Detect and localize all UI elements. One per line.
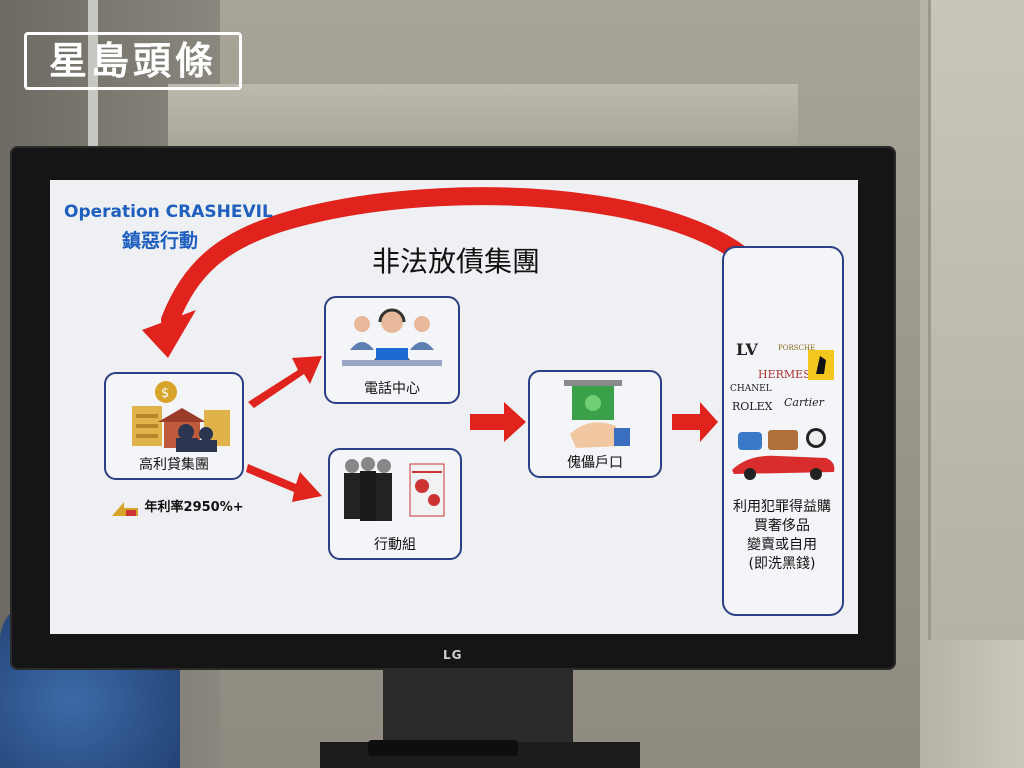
- window-curtain: [928, 0, 1024, 640]
- money-laundering-text: 利用犯罪得益購 買奢侈品 變賣或自用 (即洗黑錢): [726, 498, 838, 574]
- slide-main-title: 非法放債集團: [372, 245, 541, 278]
- money-syndicate-icon: $: [132, 381, 230, 452]
- brand-rolex: ROLEX: [732, 400, 773, 413]
- interest-rate-row: 年利率2950%+: [110, 496, 244, 518]
- moneylender-box: $ 高利貸集團: [104, 372, 244, 480]
- luxury-goods-icon: [732, 428, 835, 480]
- nominee-account-label: 傀儡戶口: [567, 455, 623, 471]
- lux-line-3: 變賣或自用: [747, 537, 817, 553]
- remote-control: [368, 740, 518, 756]
- moneylender-label: 高利貸集團: [139, 457, 209, 473]
- luxury-goods-box: LV HERMES PORSCHE CHANEL ROLEX Cartier: [722, 246, 844, 616]
- brand-porsche: PORSCHE: [778, 344, 816, 352]
- operation-subtitle: 鎮惡行動: [122, 230, 199, 252]
- lux-line-4: (即洗黑錢): [748, 556, 816, 572]
- arrow-to-nominee: [470, 402, 526, 442]
- ferrari-badge-icon: [808, 350, 834, 380]
- lux-line-1: 利用犯罪得益購: [733, 499, 831, 515]
- rising-coins-icon: [112, 501, 138, 516]
- brand-hermes: HERMES: [758, 368, 811, 381]
- nominee-account-box: 傀儡戶口: [528, 370, 662, 478]
- action-team-box: 行動組: [328, 448, 462, 560]
- tv-brand-label: LG: [443, 648, 463, 662]
- call-centre-label: 電話中心: [364, 381, 420, 397]
- news-logo: 星島頭條: [24, 32, 242, 90]
- action-team-label: 行動組: [374, 537, 416, 553]
- brand-lv: LV: [736, 340, 758, 359]
- brand-cartier: Cartier: [784, 396, 824, 409]
- arrow-to-luxury: [672, 402, 718, 442]
- operation-title: Operation CRASHEVIL: [64, 202, 273, 222]
- flow-arrows: [246, 356, 718, 502]
- arrow-to-action-team: [246, 464, 322, 502]
- brand-chanel: CHANEL: [730, 384, 772, 394]
- atm-cash-icon: [564, 380, 630, 448]
- lux-line-2: 買奢侈品: [754, 518, 810, 534]
- wall-pipe: [88, 0, 98, 150]
- call-centre-icon: [342, 308, 442, 366]
- enforcers-icon: [344, 457, 445, 521]
- interest-rate-text: 年利率2950%+: [144, 500, 244, 515]
- presentation-slide: Operation CRASHEVIL 鎮惡行動 非法放債集團 $ 高利貸集團: [50, 180, 858, 634]
- call-centre-box: 電話中心: [324, 296, 460, 404]
- wall-shelf: [168, 84, 798, 156]
- return-arrow-head: [142, 310, 196, 358]
- svg-text:$: $: [161, 386, 169, 401]
- arrow-to-call-centre: [248, 356, 322, 408]
- return-arrow-path: [161, 187, 781, 329]
